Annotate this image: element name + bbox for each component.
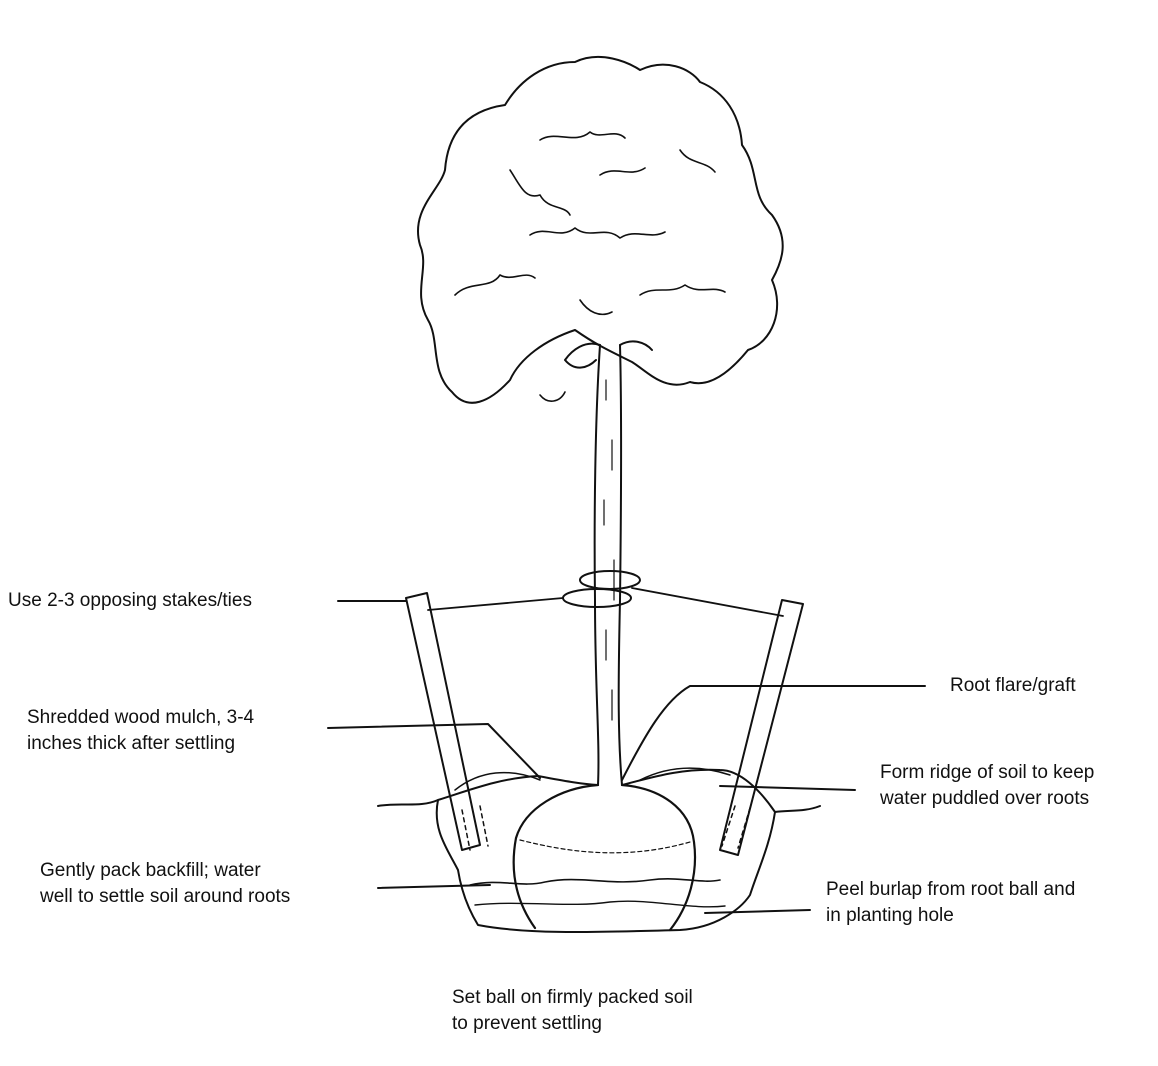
trunk-branch-stubs [564,340,653,369]
stake-right [719,599,804,856]
leader-ridge [719,785,856,791]
label-backfill: Gently pack backfill; water well to sett… [40,858,290,910]
crown-detail [539,391,566,402]
crown-detail [529,227,666,239]
label-mulch-line2: inches thick after settling [27,733,236,754]
tree-tie [579,570,641,590]
label-ridge: Form ridge of soil to keep water puddled… [880,760,1158,812]
backfill-line [469,878,721,886]
label-backfill-line1: Gently pack backfill; water [40,860,261,881]
trunk-bark [603,379,615,721]
tree-trunk [593,344,601,786]
label-backfill-line2: well to settle soil around roots [40,886,291,907]
crown-detail [539,131,626,141]
label-root-flare-line1: Root flare/graft [950,675,1076,696]
stake-left-buried [461,805,489,851]
label-stakes: Use 2-3 opposing stakes/ties [8,588,252,614]
root-ball [512,783,697,932]
label-ridge-line1: Form ridge of soil to keep [880,762,1095,783]
label-ridge-line2: water puddled over roots [880,788,1090,809]
crown-detail [454,274,536,296]
label-burlap: Peel burlap from root ball and in planti… [826,877,1158,929]
label-set-ball-line2: to prevent settling [452,1013,602,1034]
crown-detail [599,167,646,176]
stake-ties [427,587,784,617]
mulch-ring [454,767,731,791]
label-stakes-line1: Use 2-3 opposing stakes/ties [8,590,252,611]
crown-detail [579,299,613,316]
crown-detail [679,149,716,173]
soil-surface [377,768,821,813]
hole-bottom-line [474,900,726,908]
leader-mulch [327,723,541,779]
stake-left [405,592,481,851]
label-mulch: Shredded wood mulch, 3-4 inches thick af… [27,705,254,757]
tree-crown [417,55,784,404]
crown-detail [509,169,571,216]
label-root-flare: Root flare/graft [950,673,1076,699]
crown-detail [639,284,726,296]
leader-backfill [377,884,491,889]
tree-trunk [617,344,623,786]
label-mulch-line1: Shredded wood mulch, 3-4 [27,707,255,728]
planting-hole [435,799,776,934]
label-burlap-line1: Peel burlap from root ball and [826,879,1076,900]
label-set-ball: Set ball on firmly packed soil to preven… [452,985,693,1037]
leader-burlap [704,909,811,914]
label-set-ball-line1: Set ball on firmly packed soil [452,987,693,1008]
burlap-edge [519,839,691,854]
leader-root-flare [621,685,926,781]
label-burlap-line2: in planting hole [826,905,954,926]
stake-right-buried [721,805,751,849]
